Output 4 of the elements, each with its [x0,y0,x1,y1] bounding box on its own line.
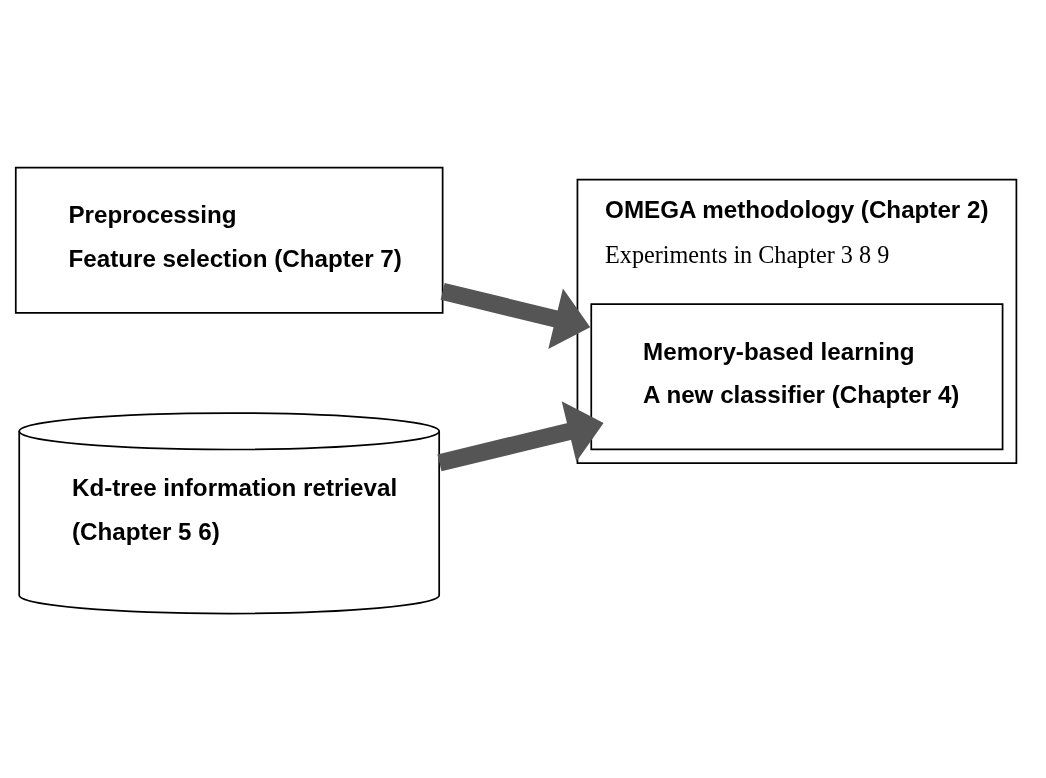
arrow [437,400,604,471]
arrow [440,282,591,349]
node-box: Preprocessing Feature selection (Chapter 7) [14,166,444,314]
node-box: Memory-based learning A new classifier (Chapter 4) [590,302,1004,450]
